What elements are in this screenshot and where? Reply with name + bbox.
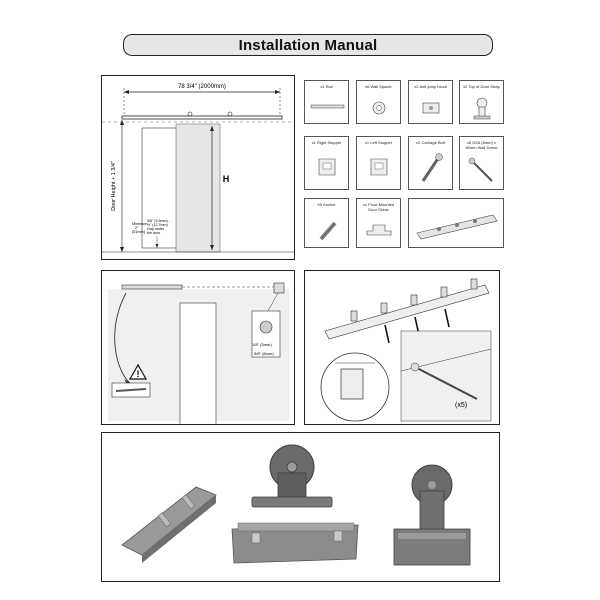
part-assembled-rail xyxy=(408,198,504,248)
gap-line-3: Gap under xyxy=(147,227,165,231)
dimension-1: 1/8" (3mm) xyxy=(252,342,272,347)
door-dimensions-panel: 78 3/4" (2000mm) H Door Height + 1 3/4" … xyxy=(101,75,295,260)
rail-mounting-diagram: ! 1/8" (3mm) 5/8" (8mm) xyxy=(108,282,290,424)
left-stopper-icon xyxy=(370,158,388,176)
anchor-icon xyxy=(319,221,337,241)
hardware-photos xyxy=(121,444,471,566)
anti-jump-block-icon xyxy=(422,102,440,114)
wall-spacer-install-panel: (x5) xyxy=(304,270,500,425)
gap-line-2: ½" (12.7mm) xyxy=(147,223,168,227)
door-strap-photo xyxy=(393,464,471,566)
part-rail: x1 Rail xyxy=(304,80,349,124)
assembled-rail-icon xyxy=(416,214,498,240)
height-label: H xyxy=(223,174,230,184)
dimension-2: 5/8" (8mm) xyxy=(254,351,274,356)
page-title: Installation Manual xyxy=(238,36,378,54)
gap-line-1: 3/8" (9.5mm) - xyxy=(147,219,171,223)
rail-mounting-panel: ! 1/8" (3mm) 5/8" (8mm) xyxy=(101,270,295,425)
wall-screw-icon xyxy=(468,157,493,182)
rail-icon xyxy=(310,104,345,109)
part-anchor: X5 Anchor xyxy=(304,198,349,248)
part-wall-screw: x6 5/16 (8mm) x 60mm Wall Screw xyxy=(459,136,504,190)
minimum-value: 2" xyxy=(135,226,139,230)
right-stopper-icon xyxy=(318,158,336,176)
part-carriage-bolt: x2 Carriage Bolt xyxy=(408,136,453,190)
roller-hanger-photo xyxy=(251,444,333,508)
part-left-stopper: x1 Left Stopper xyxy=(356,136,401,190)
rail-with-hardware-photo xyxy=(231,522,359,564)
door-strap-icon xyxy=(473,97,491,120)
part-door-strap: x2 Top of Door Strap xyxy=(459,80,504,124)
width-dimension-label: 78 3/4" (2000mm) xyxy=(178,84,226,90)
wall-spacer-install-diagram: (x5) xyxy=(320,278,492,422)
title-bar: Installation Manual xyxy=(123,34,493,56)
minimum-mm: (51mm) xyxy=(132,230,146,234)
wall-spacer-icon xyxy=(372,101,386,115)
hardware-photos-panel xyxy=(101,432,500,582)
rail-section-photo xyxy=(121,486,217,563)
part-floor-door-guide: x1 Floor-Mounted Door Guide xyxy=(356,198,401,248)
part-right-stopper: x1 Right Stopper xyxy=(304,136,349,190)
floor-door-guide-icon xyxy=(366,224,392,236)
carriage-bolt-icon xyxy=(421,153,443,182)
door-dimensions-diagram: 78 3/4" (2000mm) H Door Height + 1 3/4" … xyxy=(102,84,294,253)
door-height-label: Door Height + 1 3/4" xyxy=(111,161,117,211)
screw-count-label: (x5) xyxy=(455,402,467,409)
minimum-label: Minimum xyxy=(132,222,147,226)
part-wall-spacer: x6 Wall Spacer xyxy=(356,80,401,124)
part-anti-jump-block: x2 Anti-jump block xyxy=(408,80,453,124)
gap-line-4: the door xyxy=(147,231,161,235)
warning-icon: ! xyxy=(137,369,140,379)
